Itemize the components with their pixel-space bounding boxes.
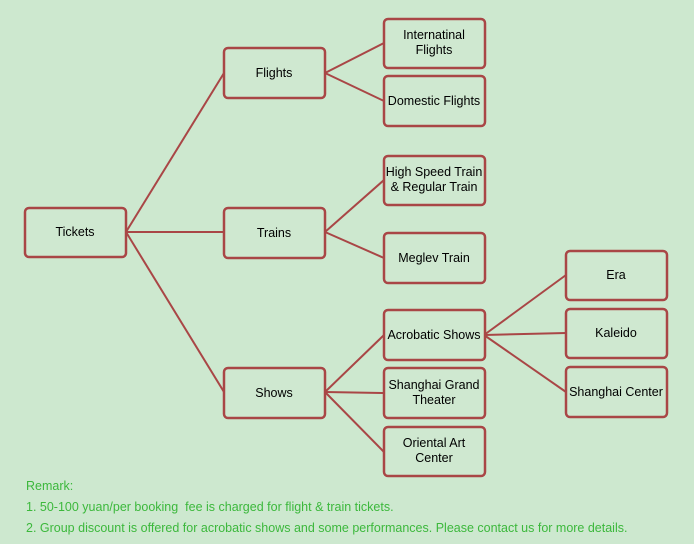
- node-oriental-art-center-line1: Oriental Art: [403, 436, 466, 450]
- node-shows: Shows: [222, 366, 327, 420]
- edge-flights-international: [324, 42, 385, 74]
- remark-line-1: 1. 50-100 yuan/per booking fee is charge…: [26, 500, 394, 514]
- node-shanghai-center: Shanghai Center: [564, 365, 669, 419]
- edge-flights-domestic: [324, 72, 385, 102]
- node-shanghai-center-label: Shanghai Center: [569, 385, 663, 399]
- node-era-label: Era: [606, 268, 626, 282]
- node-shows-label: Shows: [255, 386, 293, 400]
- edge-shows-orientalart: [324, 391, 385, 453]
- node-tickets: Tickets: [23, 206, 128, 259]
- node-shanghai-grand-theater-line2: Theater: [412, 393, 455, 407]
- connectors: [125, 42, 567, 453]
- remark-title: Remark:: [26, 479, 74, 493]
- node-international-flights-line2: Flights: [416, 43, 453, 57]
- node-high-speed-train: High Speed Train & Regular Train: [382, 154, 487, 207]
- edge-shows-acrobatic: [324, 334, 385, 393]
- remark-line-2: 2. Group discount is offered for acrobat…: [26, 521, 628, 535]
- node-domestic-flights-label: Domestic Flights: [388, 94, 480, 108]
- edge-acrobatic-shanghaicenter: [483, 334, 567, 393]
- node-meglev-train-label: Meglev Train: [398, 251, 470, 265]
- edge-trains-highspeed: [324, 179, 385, 233]
- node-kaleido: Kaleido: [564, 307, 669, 360]
- edge-tickets-shows: [125, 231, 225, 393]
- node-oriental-art-center: Oriental Art Center: [382, 425, 487, 478]
- node-international-flights-line1: Internatinal: [403, 28, 465, 42]
- edge-acrobatic-kaleido: [483, 332, 567, 336]
- node-trains-label: Trains: [257, 226, 291, 240]
- node-flights-label: Flights: [256, 66, 293, 80]
- node-domestic-flights: Domestic Flights: [382, 74, 487, 128]
- node-shanghai-grand-theater: Shanghai Grand Theater: [382, 366, 487, 420]
- node-high-speed-train-line2: & Regular Train: [391, 180, 478, 194]
- node-meglev-train: Meglev Train: [382, 231, 487, 285]
- node-acrobatic-shows-label: Acrobatic Shows: [387, 328, 480, 342]
- edge-trains-meglev: [324, 231, 385, 259]
- node-acrobatic-shows: Acrobatic Shows: [382, 308, 487, 362]
- node-kaleido-label: Kaleido: [595, 326, 637, 340]
- node-flights: Flights: [222, 46, 327, 100]
- node-shanghai-grand-theater-line1: Shanghai Grand: [388, 378, 479, 392]
- edge-acrobatic-era: [483, 274, 567, 336]
- node-oriental-art-center-line2: Center: [415, 451, 453, 465]
- node-trains: Trains: [222, 206, 327, 260]
- edge-shows-grandtheater: [324, 391, 385, 394]
- node-high-speed-train-line1: High Speed Train: [386, 165, 483, 179]
- node-era: Era: [564, 249, 669, 302]
- edge-tickets-flights: [125, 72, 225, 233]
- node-tickets-label: Tickets: [55, 225, 94, 239]
- node-international-flights: Internatinal Flights: [382, 17, 487, 70]
- remark-section: Remark: 1. 50-100 yuan/per booking fee i…: [26, 476, 627, 539]
